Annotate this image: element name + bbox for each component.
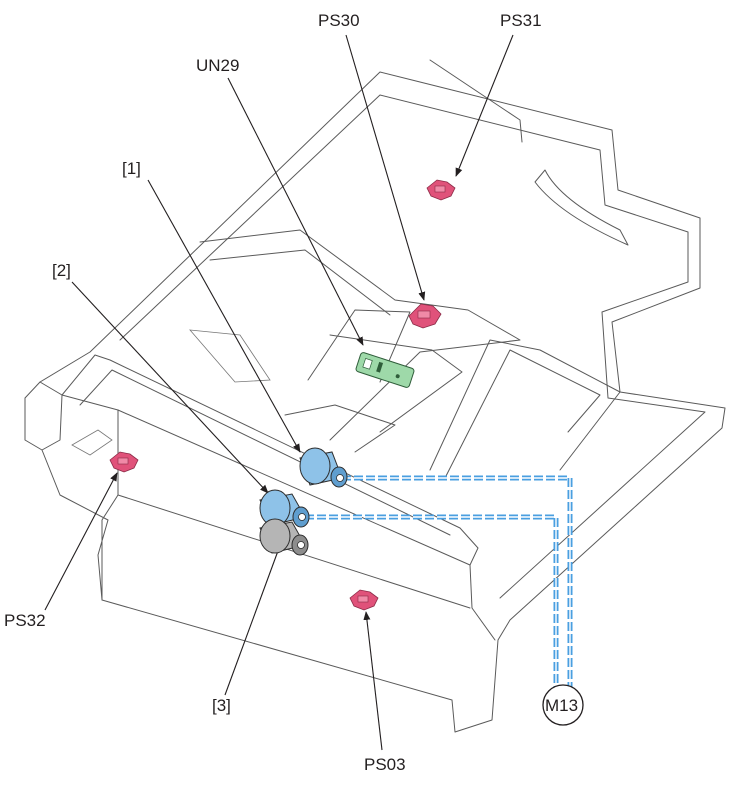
board-un29 bbox=[355, 352, 415, 388]
label-item-3: [3] bbox=[212, 696, 231, 715]
label-ps30: PS30 bbox=[318, 11, 360, 30]
sensor-ps31 bbox=[426, 179, 456, 201]
ps31-leader bbox=[455, 34, 514, 177]
sensor-ps03 bbox=[349, 589, 379, 611]
motor-m13 bbox=[542, 684, 584, 726]
label-ps03: PS03 bbox=[364, 755, 406, 774]
label-ps31: PS31 bbox=[500, 11, 542, 30]
un29-leader bbox=[227, 77, 364, 346]
leader-lines bbox=[44, 34, 514, 751]
sensor-ps30 bbox=[408, 303, 442, 329]
ps32-leader bbox=[44, 472, 118, 611]
label-ps32: PS32 bbox=[4, 611, 46, 630]
item3-leader bbox=[224, 539, 283, 696]
label-item-1: [1] bbox=[122, 159, 141, 178]
sensor-ps32 bbox=[109, 451, 139, 473]
ps30-leader bbox=[345, 34, 426, 301]
ps03-leader bbox=[363, 611, 383, 751]
drive-lines bbox=[305, 475, 573, 688]
label-un29: UN29 bbox=[196, 56, 240, 75]
roller-1 bbox=[299, 447, 348, 488]
label-item-2: [2] bbox=[52, 261, 71, 280]
label-m13: M13 bbox=[545, 696, 579, 715]
item1-leader bbox=[147, 179, 301, 453]
roller-3 bbox=[259, 518, 309, 556]
item2-leader bbox=[71, 281, 269, 494]
